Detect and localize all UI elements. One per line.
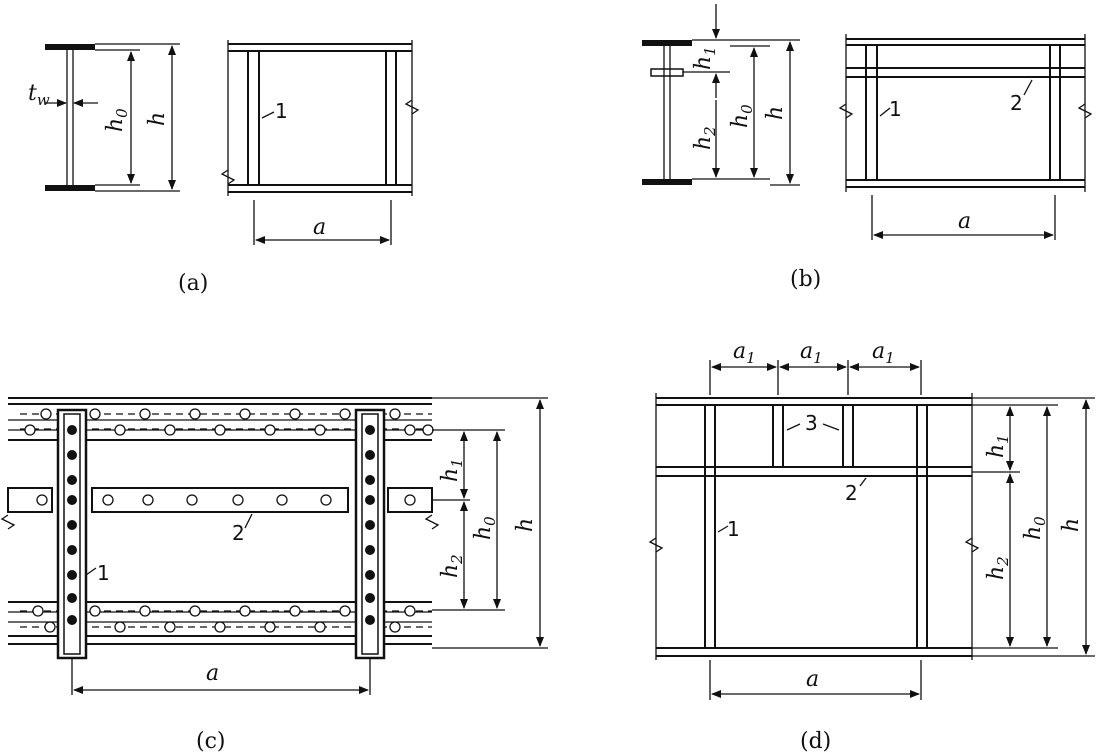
stiffener-transverse-label-b: 1 — [889, 97, 902, 121]
tw-label-a: tw — [28, 81, 50, 109]
h-label-a: h — [145, 112, 170, 126]
spacing-label-d: a — [806, 667, 819, 692]
i-section-a: tw h0 h — [28, 43, 180, 192]
a1-label-d-2: a1 — [800, 339, 823, 367]
h2-label-b: h2 — [691, 126, 719, 150]
h-label-d: h — [1059, 518, 1084, 532]
h-label-c: h — [513, 518, 538, 532]
panel-c: 1 2 h1 h2 h0 h a (c) — [0, 397, 548, 754]
stiffener-longitudinal-label-b: 2 — [1010, 91, 1023, 115]
caption-b: (b) — [790, 267, 821, 292]
stiffener-transverse-label-d: 1 — [727, 517, 740, 541]
h0-label-a: h0 — [103, 108, 131, 132]
stiffener-short-label-d: 3 — [805, 411, 818, 435]
h0-label-d: h0 — [1021, 516, 1049, 540]
panel-d: 3 2 1 a1 a1 a1 — [648, 339, 1095, 754]
stiffener-label-a: 1 — [275, 99, 288, 123]
a1-label-d-1: a1 — [733, 339, 756, 367]
rivets-c — [67, 425, 375, 625]
stiffener-transverse-label-c: 1 — [97, 561, 110, 585]
stiffener-longitudinal-label-c: 2 — [232, 521, 245, 545]
caption-a: (a) — [178, 271, 208, 296]
elevation-d: 3 2 1 a1 a1 a1 — [648, 339, 1095, 700]
h1-label-b: h1 — [691, 46, 719, 70]
caption-d: (d) — [800, 729, 831, 754]
spacing-label-c: a — [206, 661, 219, 686]
elevation-a: 1 a — [220, 40, 420, 245]
a1-label-d-3: a1 — [872, 339, 895, 367]
elevation-c: 1 2 h1 h2 h0 h a — [0, 397, 548, 695]
spacing-label-b: a — [958, 209, 971, 234]
h1-label-d: h1 — [984, 434, 1012, 458]
bolts-c — [24, 408, 434, 633]
spacing-label-a: a — [313, 215, 326, 240]
panel-a: tw h0 h — [28, 40, 420, 296]
h0-label-b: h0 — [728, 104, 756, 128]
h1-label-c: h1 — [438, 458, 466, 482]
h2-label-c: h2 — [438, 554, 466, 578]
panel-b: h1 h2 h0 h — [642, 4, 1093, 292]
stiffener-longitudinal-label-d: 2 — [845, 481, 858, 505]
h0-label-c: h0 — [471, 516, 499, 540]
elevation-b: 1 2 a — [838, 34, 1093, 240]
i-section-b: h1 h2 h0 h — [642, 4, 800, 186]
h2-label-d: h2 — [984, 556, 1012, 580]
caption-c: (c) — [196, 729, 226, 754]
h-label-b: h — [763, 106, 788, 120]
